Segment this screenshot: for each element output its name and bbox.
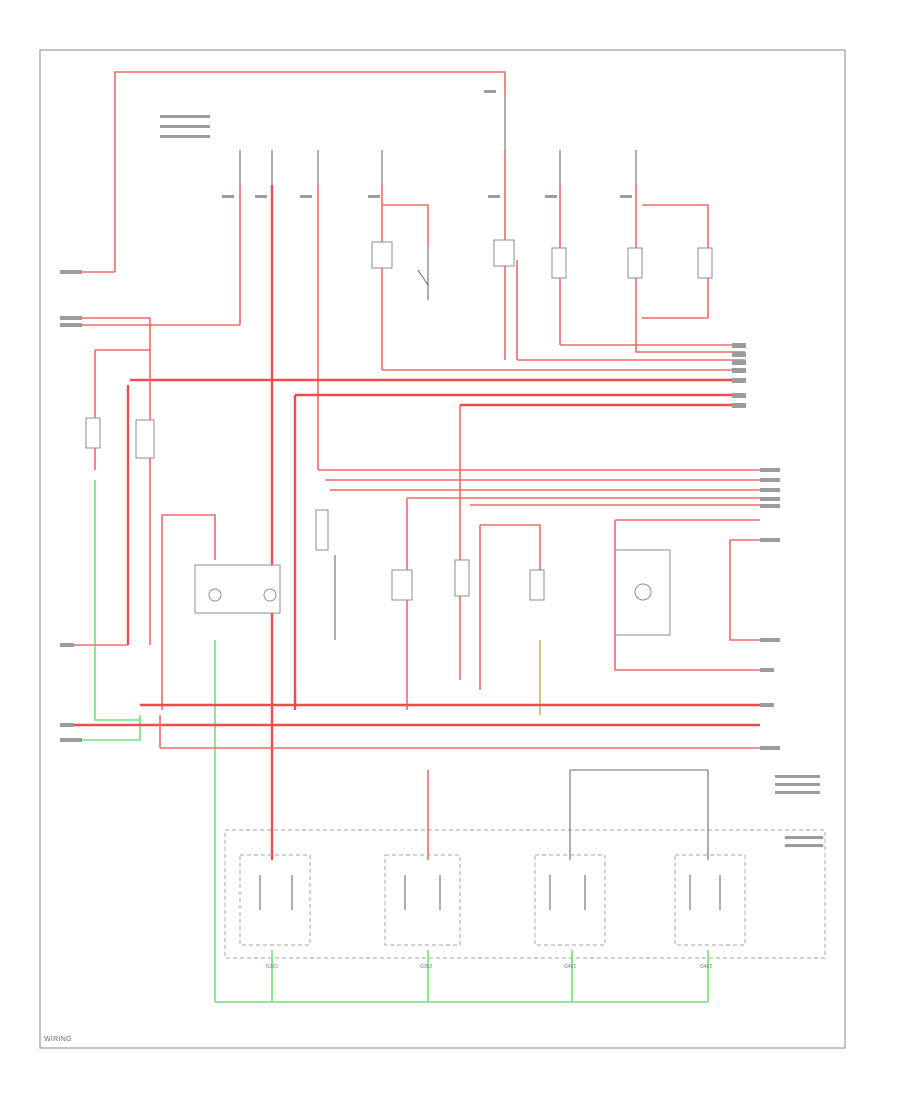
ground-label-b: G302 [420,964,432,970]
right-bus-middle [318,469,760,710]
left-side-wiring [60,271,240,741]
right-bus-upper [126,320,745,710]
middle-components [161,509,775,1002]
upper-feeder-wires [239,150,637,780]
footer-label: WIRING [44,1036,72,1043]
relay-panel [215,769,826,1003]
ground-label-a: G301 [266,964,278,970]
lower-bus [60,703,760,749]
label-marks [60,90,823,847]
top-components [371,204,713,319]
ground-label-c: G401 [564,964,576,970]
ground-label-d: G402 [700,964,712,970]
diagram-frame [39,49,846,1049]
ground-labels: G301 G302 G401 G402 [266,964,712,970]
